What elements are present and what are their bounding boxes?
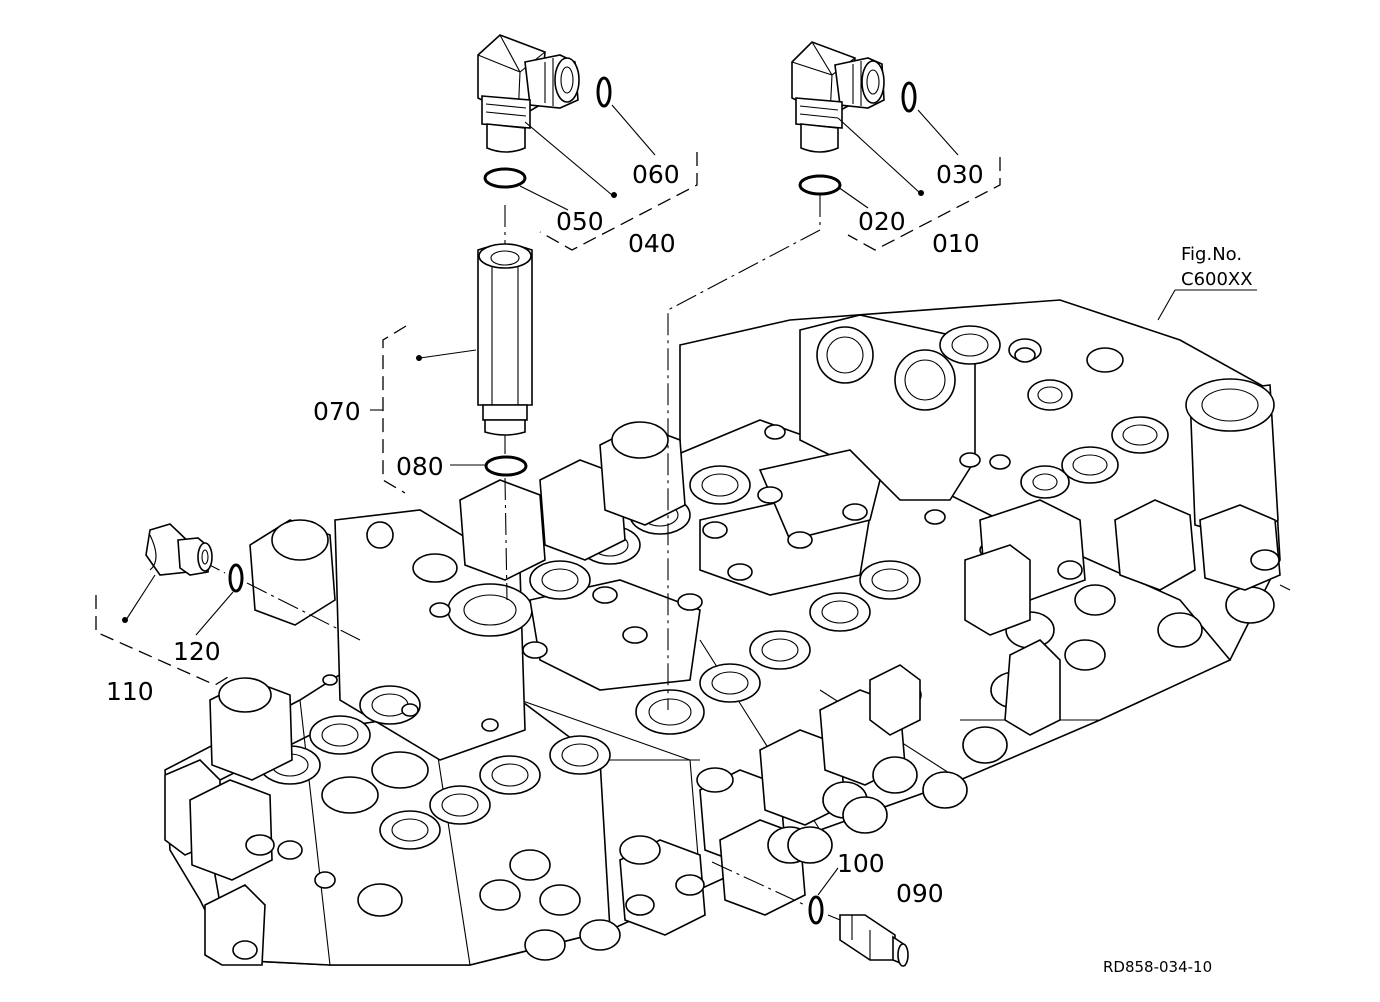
label-090: 090: [896, 879, 944, 908]
label-050: 050: [556, 207, 604, 236]
o-ring-100: [808, 895, 824, 925]
elbow-fitting-040: [477, 34, 580, 153]
fig-no-value: C600XX: [1181, 269, 1253, 290]
leader-lines: [122, 104, 1257, 896]
label-080: 080: [396, 452, 444, 481]
adapter-fitting-090: [839, 914, 909, 967]
centerlines: [199, 195, 1291, 923]
drawing-reference: RD858-034-10: [1103, 958, 1212, 976]
control-valve-assembly: [164, 299, 1281, 966]
elbow-fitting-110: [145, 523, 213, 576]
o-ring-030: [901, 81, 917, 113]
part-labels: 060 050 040 030 020 010 070 080 120 110 …: [106, 160, 1253, 976]
hex-adapter-070: [477, 243, 533, 436]
o-ring-020: [798, 174, 842, 196]
o-rings: [228, 76, 917, 925]
label-100: 100: [837, 849, 885, 878]
label-110: 110: [106, 677, 154, 706]
label-120: 120: [173, 637, 221, 666]
fig-no-label: Fig.No.: [1181, 244, 1242, 265]
o-ring-120: [228, 563, 244, 593]
label-070: 070: [313, 397, 361, 426]
elbow-fitting-010: [791, 41, 885, 153]
label-010: 010: [932, 229, 980, 258]
label-020: 020: [858, 207, 906, 236]
o-ring-080: [484, 455, 528, 477]
label-030: 030: [936, 160, 984, 189]
o-ring-050: [483, 167, 527, 189]
o-ring-060: [596, 76, 612, 108]
label-060: 060: [632, 160, 680, 189]
label-040: 040: [628, 229, 676, 258]
